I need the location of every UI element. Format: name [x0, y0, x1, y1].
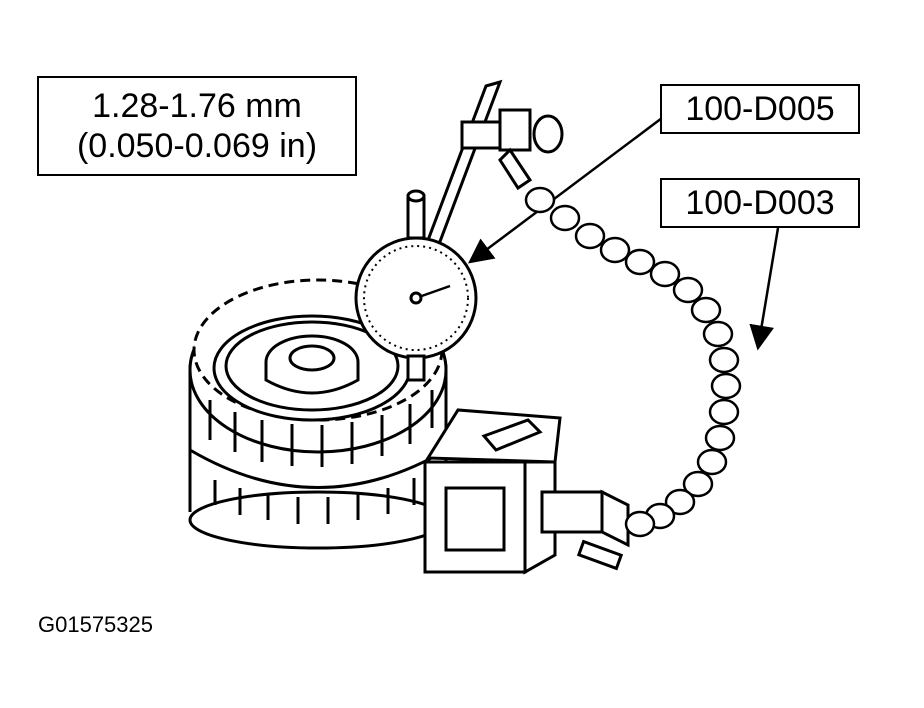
dial-indicator — [354, 189, 478, 382]
figure-id: G01575325 — [38, 612, 153, 637]
magnetic-base — [423, 408, 630, 575]
spec-callout: 1.28-1.76 mm (0.050-0.069 in) — [37, 76, 357, 176]
flexible-arm — [524, 186, 742, 538]
spec-imperial: (0.050-0.069 in) — [76, 127, 318, 165]
tool-label-d005: 100-D005 — [660, 84, 860, 134]
tool-label-d003: 100-D003 — [660, 178, 860, 228]
leader-arrow-d003 — [749, 227, 780, 351]
leader-arrow-d005 — [468, 117, 663, 264]
spec-metric: 1.28-1.76 mm — [92, 87, 302, 125]
